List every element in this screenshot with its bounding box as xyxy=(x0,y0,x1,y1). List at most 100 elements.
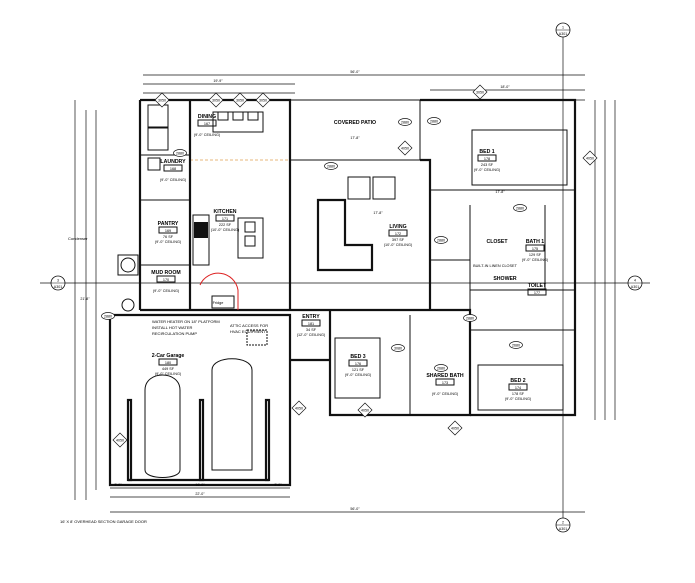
door-tag-label: 3080 xyxy=(394,346,402,350)
section-sheet: A301 xyxy=(559,32,567,36)
room-ceiling: (9'-0" CEILING) xyxy=(194,133,221,137)
room-name: TOILET xyxy=(528,283,547,289)
room-name: COVERED PATIO xyxy=(334,120,376,126)
door-tag: 2880 xyxy=(324,162,338,170)
room-number-box xyxy=(527,288,547,296)
door-tag: 2880 xyxy=(463,314,477,322)
door-tag-label: 2680 xyxy=(512,343,520,347)
door-tag-label: 2880 xyxy=(176,151,184,155)
room-name: CLOSET xyxy=(486,239,508,245)
room-number-box xyxy=(435,378,455,386)
room-number: 169 xyxy=(165,229,171,233)
room-name: BED 3 xyxy=(350,354,365,360)
room-area: 34 SF xyxy=(306,328,317,332)
room-number: 181 xyxy=(308,322,314,326)
room-number-box xyxy=(156,275,176,283)
room-number-box xyxy=(525,244,545,252)
room-number-box xyxy=(197,119,217,127)
door-tag: 3080 xyxy=(391,344,405,352)
window-tag: 3050 xyxy=(472,84,488,100)
section-sheet: A301 xyxy=(54,285,62,289)
room-dining: DINING 167 (9'-0" CEILING) xyxy=(194,114,221,137)
window-tag-label: 4050 xyxy=(586,156,594,160)
door-tag-label: 2880 xyxy=(466,316,474,320)
dim-left-group: 19'-9" xyxy=(213,79,223,83)
window-tag-label: 3050 xyxy=(158,98,166,102)
window-tag-label: 4050 xyxy=(295,406,303,410)
room-ceiling: (9'-0" CEILING) xyxy=(345,373,372,377)
room-closet: CLOSET xyxy=(486,239,508,245)
room-number: 167 xyxy=(204,122,210,126)
room-name: LIVING xyxy=(389,224,406,230)
room-number-box xyxy=(158,226,178,234)
room-name: SHARED BATH xyxy=(426,373,464,379)
door-tag: 2880 xyxy=(513,204,527,212)
room-area: 129 SF xyxy=(529,253,542,257)
room-number: 168 xyxy=(170,167,176,171)
door-tag: 2880 xyxy=(398,118,412,126)
room-number: 180 xyxy=(165,361,171,365)
room-number: 171 xyxy=(222,217,228,221)
section-sheet: A301 xyxy=(559,527,567,531)
room-ceiling: (9'-0" CEILING) xyxy=(153,289,180,293)
room-area: 76 SF xyxy=(163,235,174,239)
room-number: 170 xyxy=(163,278,169,282)
room-name: 2-Car Garage xyxy=(152,353,185,359)
dim-right-group: 18'-0" xyxy=(500,85,510,89)
room-area: 178 SF xyxy=(512,392,525,396)
room-number-box xyxy=(301,319,321,327)
note-garage-door: 16' X 8' OVERHEAD SECTION GARAGE DOOR xyxy=(60,519,147,524)
room-area: 121 SF xyxy=(352,368,365,372)
room-number-box xyxy=(348,359,368,367)
room-name: DINING xyxy=(198,114,216,120)
fridge-label: Fridge xyxy=(213,301,224,305)
room-number: 177 xyxy=(534,291,540,295)
room-name: BED 2 xyxy=(510,378,525,384)
room-ceiling: (9'-0" CEILING) xyxy=(155,372,182,376)
section-number: 1 xyxy=(562,26,564,30)
door-tag: 2680 xyxy=(434,364,448,372)
dim-garage-inner: 16'-0" xyxy=(195,483,205,487)
note-recirc: INSTALL HOT WATER xyxy=(152,325,192,330)
room-name: BATH 1 xyxy=(526,239,544,245)
note-linen: BUILT-IN LINEN CLOSET xyxy=(473,264,517,268)
room-area: 222 SF xyxy=(219,223,232,227)
dimension-lines xyxy=(40,35,650,520)
note-attic: HVAC EQUIPMENT xyxy=(230,329,266,334)
room-ceiling: (9'-0" CEILING) xyxy=(155,240,182,244)
window-tag: 3050 xyxy=(208,92,224,108)
door-tag: 2880 xyxy=(434,236,448,244)
dim-garage-depth: 21'-8" xyxy=(80,297,90,301)
window-tag: 4050 xyxy=(112,432,128,448)
dim-garage-side: 3'-0" xyxy=(274,483,282,487)
door-tag: 2880 xyxy=(101,312,115,320)
window-tag-label: 4050 xyxy=(401,146,409,150)
dim-bed1: 17'-8" xyxy=(495,190,505,194)
room-number-box xyxy=(388,229,408,237)
window-tag: 4050 xyxy=(447,420,463,436)
room-number-box xyxy=(163,164,183,172)
window-tag-label: 4050 xyxy=(361,408,369,412)
room-number: 178 xyxy=(484,157,490,161)
door-tag-label: 2880 xyxy=(430,119,438,123)
window-tag: 4050 xyxy=(291,400,307,416)
room-shower: SHOWER xyxy=(493,276,517,282)
door-tag-label: 2880 xyxy=(516,206,524,210)
room-covered-patio: COVERED PATIO xyxy=(334,120,376,126)
room-number-box xyxy=(477,154,497,162)
window-tag: 4050 xyxy=(397,140,413,156)
dim-garage-side: 3'-0" xyxy=(114,483,122,487)
ceiling-outline xyxy=(190,159,330,311)
